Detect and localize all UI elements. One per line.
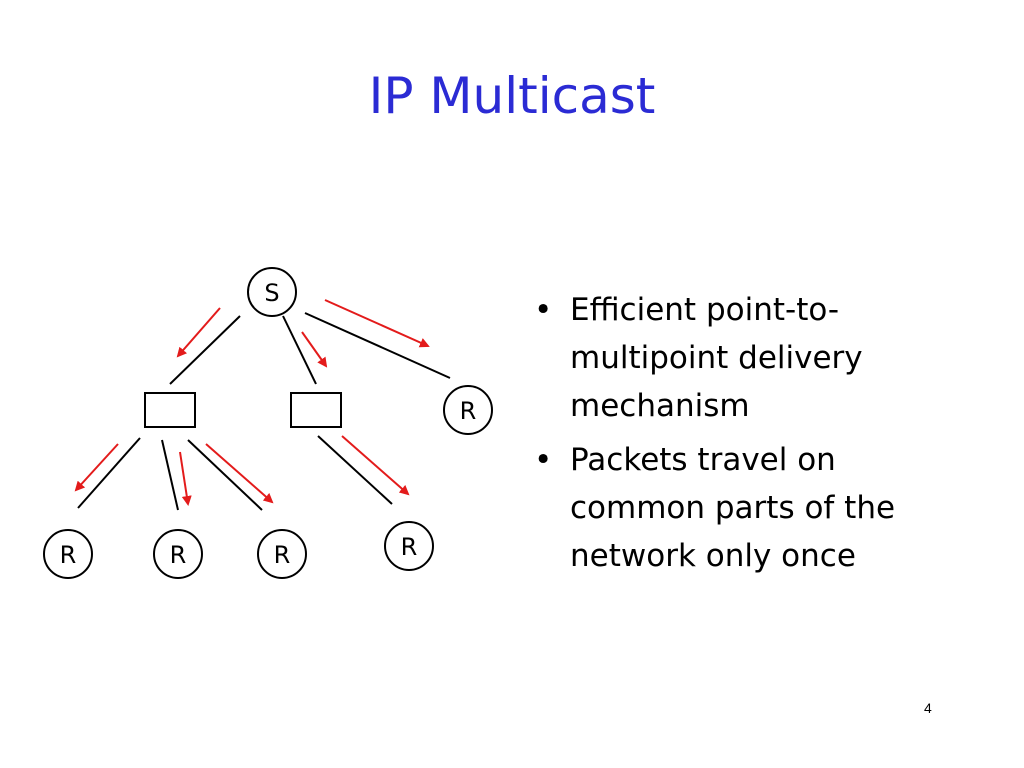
edge-router-left-to-receiver-1 [77, 437, 141, 509]
receiver-node-1: R [43, 529, 93, 579]
source-node-label: S [264, 279, 279, 307]
receiver-node-direct: R [443, 385, 493, 435]
receiver-node-label: R [460, 397, 477, 425]
flow-arrow-to-router-right [301, 331, 328, 368]
router-right [290, 392, 342, 428]
edge-source-to-router-left [169, 315, 241, 385]
edge-source-to-router-right [282, 315, 317, 385]
bullet-text: Packets travel on common parts of the ne… [570, 442, 896, 574]
edge-router-left-to-receiver-2 [161, 439, 179, 511]
edge-source-to-receiver-direct [304, 312, 451, 379]
bullet-item: • Efficient point-to-multipoint delivery… [530, 286, 980, 430]
receiver-node-4: R [384, 521, 434, 571]
bullet-text: Efficient point-to-multipoint delivery m… [570, 292, 863, 424]
edge-router-left-to-receiver-3 [187, 439, 263, 511]
flow-arrow-to-receiver-2 [179, 451, 192, 506]
bullet-dot: • [534, 292, 553, 328]
receiver-node-label: R [401, 533, 418, 561]
flow-arrow-to-receiver-4 [341, 435, 410, 496]
bullet-list: • Efficient point-to-multipoint delivery… [530, 286, 980, 586]
receiver-node-3: R [257, 529, 307, 579]
flow-arrow-to-router-left [176, 307, 221, 358]
slide-title: IP Multicast [368, 67, 656, 125]
receiver-node-label: R [170, 541, 187, 569]
receiver-node-2: R [153, 529, 203, 579]
router-left [144, 392, 196, 428]
receiver-node-label: R [274, 541, 291, 569]
source-node: S [247, 267, 297, 317]
flow-arrow-to-receiver-3 [205, 443, 274, 504]
flow-arrow-to-receiver-direct [324, 299, 430, 348]
page-number: 4 [924, 700, 932, 716]
bullet-item: • Packets travel on common parts of the … [530, 436, 980, 580]
edge-router-right-to-receiver-4 [317, 435, 393, 505]
flow-arrow-to-receiver-1 [74, 443, 119, 492]
bullet-dot: • [534, 442, 553, 478]
receiver-node-label: R [60, 541, 77, 569]
